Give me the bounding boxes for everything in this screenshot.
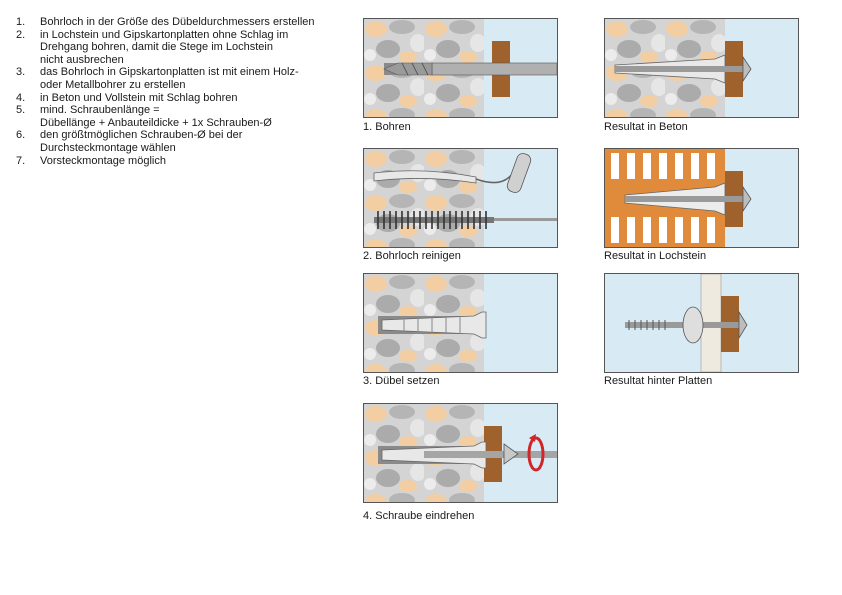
instruction-text: mind. Schraubenlänge = Dübellänge + Anba… [40,104,272,129]
instruction-item: 6. den größtmöglichen Schrauben-Ø bei der… [16,129,336,154]
result-hollow-brick-illustration [604,148,799,248]
caption-result-behind-plate: Resultat hinter Platten [604,375,713,387]
result-concrete-illustration [604,18,799,118]
instruction-item: 2. in Lochstein und Gipskartonplatten ohn… [16,29,336,67]
result-behind-plate-illustration [604,273,799,373]
instruction-item: 3. das Bohrloch in Gipskartonplatten ist … [16,66,336,91]
instruction-number: 6. [16,129,26,142]
instruction-text: Bohrloch in der Größe des Dübeldurchmess… [40,16,315,28]
caption-result-concrete: Resultat in Beton [604,121,688,133]
instruction-number: 2. [16,28,26,41]
instruction-number: 3. [16,66,26,79]
instruction-text: das Bohrloch in Gipskartonplatten ist mi… [40,66,299,91]
instruction-number: 7. [16,154,26,167]
anchor-insert-illustration [363,273,558,373]
instruction-item: 5. mind. Schraubenlänge = Dübellänge + An… [16,104,336,129]
caption-result-hollow-brick: Resultat in Lochstein [604,250,707,262]
instruction-item: 4. in Beton und Vollstein mit Schlag bohr… [16,92,336,105]
drilling-illustration [363,18,558,118]
instruction-list: 1. Bohrloch in der Größe des Dübeldurchme… [16,16,336,167]
instruction-text: den größtmöglichen Schrauben-Ø bei der D… [40,129,243,154]
instruction-item: 7. Vorsteckmontage möglich [16,155,336,168]
caption-anchor-insert: 3. Dübel setzen [363,375,440,387]
instruction-item: 1. Bohrloch in der Größe des Dübeldurchme… [16,16,336,29]
instruction-number: 5. [16,104,26,117]
caption-screw-in: 4. Schraube eindrehen [363,510,475,522]
caption-drilling: 1. Bohren [363,121,411,133]
instruction-text: in Beton und Vollstein mit Schlag bohren [40,91,238,104]
instruction-number: 4. [16,91,26,104]
instruction-text: Vorsteckmontage möglich [40,154,166,167]
instruction-number: 1. [16,16,26,28]
screw-in-illustration [363,403,558,503]
cleaning-illustration [363,148,558,248]
caption-cleaning: 2. Bohrloch reinigen [363,250,461,262]
instruction-text: in Lochstein und Gipskartonplatten ohne … [40,28,289,66]
